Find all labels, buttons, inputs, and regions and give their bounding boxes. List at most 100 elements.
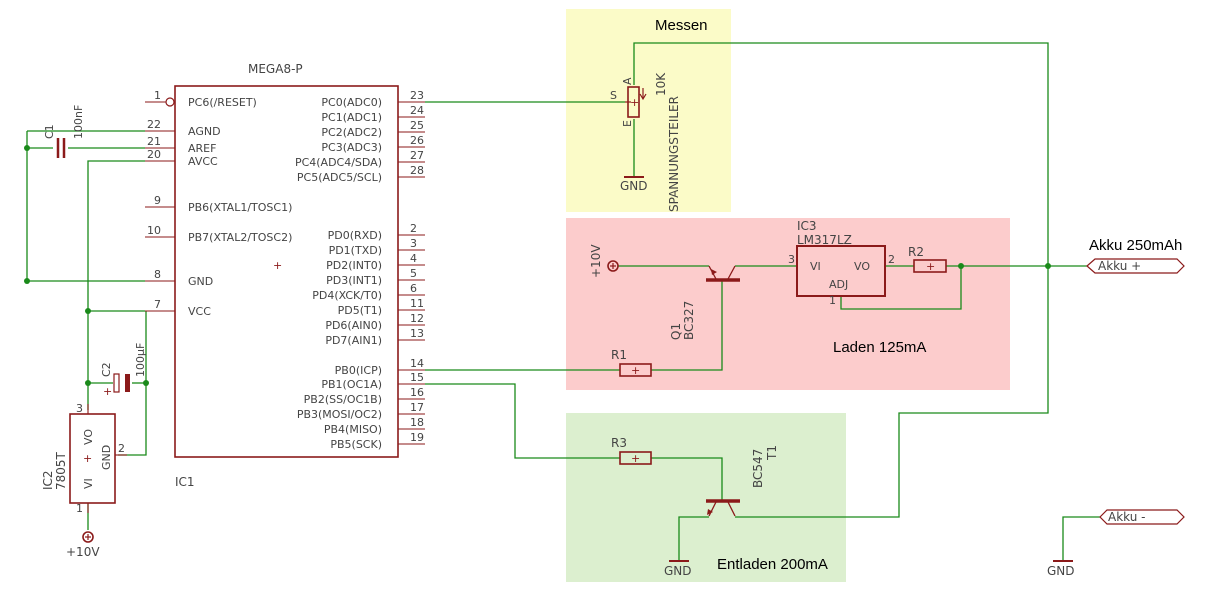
ic1-pin-number: 18	[410, 416, 424, 429]
svg-text:2: 2	[888, 253, 895, 266]
capacitor-c2: C2 100µF +	[100, 343, 147, 398]
wires	[26, 42, 1100, 560]
ic1-pin-number: 22	[147, 118, 161, 131]
ic1-name: IC1	[175, 475, 195, 489]
ic1-pin-label: PB1(OC1A)	[321, 378, 382, 391]
t1-type: BC547	[751, 449, 765, 488]
ic1-pin-number: 21	[147, 135, 161, 148]
ic1-pin-label: AVCC	[188, 155, 218, 168]
ic1-pin-number: 14	[410, 357, 424, 370]
ic1-pin-number: 13	[410, 327, 424, 340]
svg-text:E: E	[621, 120, 634, 127]
ic1-pin-number: 12	[410, 312, 424, 325]
ic3-name: IC3	[797, 219, 817, 233]
ic2-regulator: VO VI GND 3 2 1 + IC2 7805T	[41, 402, 127, 515]
ic1-mega8: MEGA8-P IC1 +	[165, 62, 399, 489]
ic1-pin-number: 7	[154, 298, 161, 311]
capacitor-c1: C1 100nF	[43, 105, 85, 158]
r3-name: R3	[611, 436, 627, 450]
gnd-right: GND	[1047, 560, 1075, 578]
ic3-lm317: IC3 LM317LZ VI VO ADJ 3 2 1	[788, 219, 895, 307]
ic1-pin-number: 24	[410, 104, 424, 117]
resistor-r3: + R3	[611, 436, 652, 465]
ic1-pin-label: PB3(MOSI/OC2)	[297, 408, 382, 421]
svg-text:3: 3	[76, 402, 83, 415]
svg-text:S: S	[610, 89, 617, 102]
ic1-pin-number: 27	[410, 149, 424, 162]
svg-text:VI: VI	[810, 260, 821, 273]
svg-text:ADJ: ADJ	[829, 278, 848, 291]
ic1-pin-label: PC0(ADC0)	[321, 96, 382, 109]
ic1-left-pins: 1PC6(/RESET)22AGND21AREF20AVCC9PB6(XTAL1…	[145, 89, 292, 318]
ic1-pin-number: 19	[410, 431, 424, 444]
ic1-pin-number: 17	[410, 401, 424, 414]
ic1-pin-label: PC3(ADC3)	[321, 141, 382, 154]
svg-text:GND: GND	[1047, 564, 1075, 578]
ic1-pin-label: AGND	[188, 125, 221, 138]
zone-discharge	[566, 413, 846, 582]
ic1-pin-label: PD2(INT0)	[326, 259, 382, 272]
ic1-type: MEGA8-P	[248, 62, 303, 76]
svg-text:+: +	[926, 260, 935, 273]
ic1-pin-number: 8	[154, 268, 161, 281]
q1-name: Q1	[669, 323, 683, 340]
ic3-type: LM317LZ	[797, 233, 852, 247]
t1-name: T1	[765, 445, 779, 461]
resistor-r1: + R1	[611, 348, 652, 377]
svg-text:+: +	[631, 452, 640, 465]
zone-discharge-title: Entladen 200mA	[717, 556, 828, 573]
ic1-pin-label: PB7(XTAL2/TOSC2)	[188, 231, 292, 244]
transistor-t1: BC547 T1	[706, 445, 779, 517]
c2-plus: +	[103, 385, 112, 398]
supply-left: +10V	[66, 531, 100, 559]
ic1-pin-label: VCC	[188, 305, 211, 318]
r1-name: R1	[611, 348, 627, 362]
ic1-pin-number: 16	[410, 386, 424, 399]
c1-name: C1	[43, 124, 56, 139]
gnd-pot: GND	[620, 176, 648, 193]
ic1-pin-number: 6	[410, 282, 417, 295]
ic1-pin-label: GND	[188, 275, 213, 288]
ic1-pin-label: PC2(ADC2)	[321, 126, 382, 139]
q1-type: BC327	[682, 301, 696, 340]
pot-name: SPANNUNGSTEILER	[667, 96, 681, 212]
ic1-pin-label: PD5(T1)	[338, 304, 382, 317]
ic2-type: 7805T	[54, 451, 68, 490]
potentiometer: + S A E 10K SPANNUNGSTEILER	[610, 72, 681, 212]
junctions	[24, 145, 1051, 386]
zone-measure	[566, 9, 731, 212]
supply-left-label: +10V	[66, 545, 100, 559]
ic1-pin-label: PD7(AIN1)	[325, 334, 382, 347]
ic1-pin-number: 10	[147, 224, 161, 237]
battery-minus-label: Akku -	[1108, 510, 1146, 524]
supply-q1: +10V	[589, 244, 619, 278]
ic1-pin-label: PB6(XTAL1/TOSC1)	[188, 201, 292, 214]
ic1-pin-label: PC1(ADC1)	[321, 111, 382, 124]
svg-text:3: 3	[788, 253, 795, 266]
supply-q1-label: +10V	[589, 244, 603, 278]
ic1-pin-label: PD1(TXD)	[329, 244, 382, 257]
svg-text:1: 1	[76, 502, 83, 515]
ic1-pin-number: 5	[410, 267, 417, 280]
svg-text:VO: VO	[854, 260, 870, 273]
ic1-pin-label: PB4(MISO)	[324, 423, 382, 436]
ic1-pin-number: 20	[147, 148, 161, 161]
ic1-pin-number: 3	[410, 237, 417, 250]
ic1-pin-number: 23	[410, 89, 424, 102]
ic1-pin-number: 25	[410, 119, 424, 132]
zone-measure-title: Messen	[655, 17, 708, 34]
